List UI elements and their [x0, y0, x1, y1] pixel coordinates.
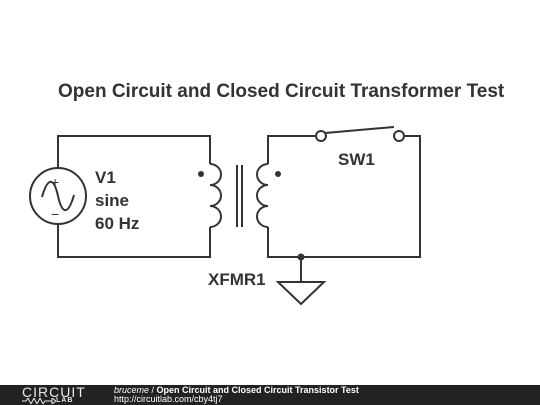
plus-sign: + [51, 174, 59, 190]
footer-bar: CIRCUIT LAB bruceme / Open Circuit and C… [0, 385, 540, 405]
secondary-circuit [267, 135, 421, 258]
footer-username[interactable]: bruceme [114, 385, 150, 395]
switch-name: SW1 [338, 150, 375, 169]
ac-voltage-source: + − [29, 167, 87, 225]
primary-winding [209, 163, 222, 228]
minus-sign: − [51, 206, 59, 222]
switch-blade [324, 126, 395, 134]
sine-wave-icon [41, 180, 75, 212]
switch-terminal-right [393, 130, 405, 142]
secondary-dot [275, 171, 281, 177]
footer-circuit-title[interactable]: Open Circuit and Closed Circuit Transist… [156, 385, 359, 395]
source-name: V1 [95, 168, 116, 187]
switch-terminal-left [315, 130, 327, 142]
logo-wordmark-bottom: LAB [56, 397, 74, 404]
secondary-winding [256, 163, 269, 228]
source-frequency: 60 Hz [95, 214, 139, 233]
schematic-canvas: Open Circuit and Closed Circuit Transfor… [29, 81, 505, 306]
logo-wordmark-top: CIRCUIT [22, 385, 86, 400]
transformer-xfmr1 [198, 163, 281, 228]
transformer-name: XFMR1 [208, 270, 266, 289]
source-waveform: sine [95, 191, 129, 210]
primary-circuit [57, 135, 211, 258]
source-circle [29, 167, 87, 225]
footer-separator: / [149, 385, 157, 395]
diagram-title: Open Circuit and Closed Circuit Transfor… [58, 81, 505, 102]
switch-sw1 [315, 126, 405, 142]
ground-icon [275, 253, 327, 306]
footer-url[interactable]: http://circuitlab.com/cby4tj7 [114, 394, 223, 404]
primary-dot [198, 171, 204, 177]
resistor-wave-icon [22, 398, 56, 404]
circuitlab-logo[interactable]: CIRCUIT LAB [22, 385, 98, 405]
footer-caption: bruceme / Open Circuit and Closed Circui… [114, 386, 359, 404]
